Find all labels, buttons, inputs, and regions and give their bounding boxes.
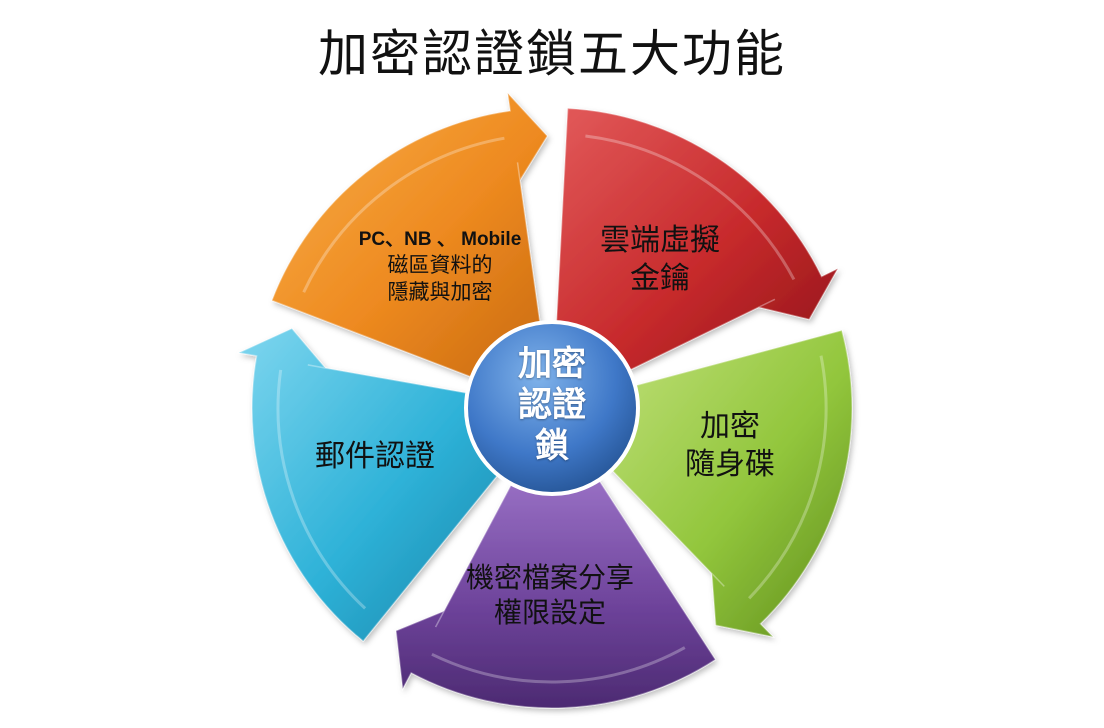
segment-label-file-sharing-permissions: 機密檔案分享 權限設定: [465, 561, 634, 629]
center-circle: [464, 320, 640, 496]
diagram-title: 加密認證鎖五大功能: [318, 25, 786, 83]
center-label: 加密 認證 鎖: [518, 344, 586, 466]
segment-label-encrypted-usb: 加密 隨身碟: [685, 409, 775, 482]
segment-label-disk-encryption: PC、NB 、 Mobile 磁區資料的 隱藏與加密: [358, 229, 522, 305]
segment-email-authentication-highlight: [276, 369, 367, 610]
segment-label-email-authentication: 郵件認證: [315, 439, 435, 474]
segment-disk-encryption-highlight: [302, 136, 505, 293]
segment-cloud-key-highlight: [585, 134, 796, 281]
segment-file-sharing-permissions-highlight: [431, 646, 686, 684]
segment-encrypted-usb-highlight: [748, 355, 828, 600]
segment-label-cloud-key: 雲端虛擬 金鑰: [600, 223, 720, 296]
